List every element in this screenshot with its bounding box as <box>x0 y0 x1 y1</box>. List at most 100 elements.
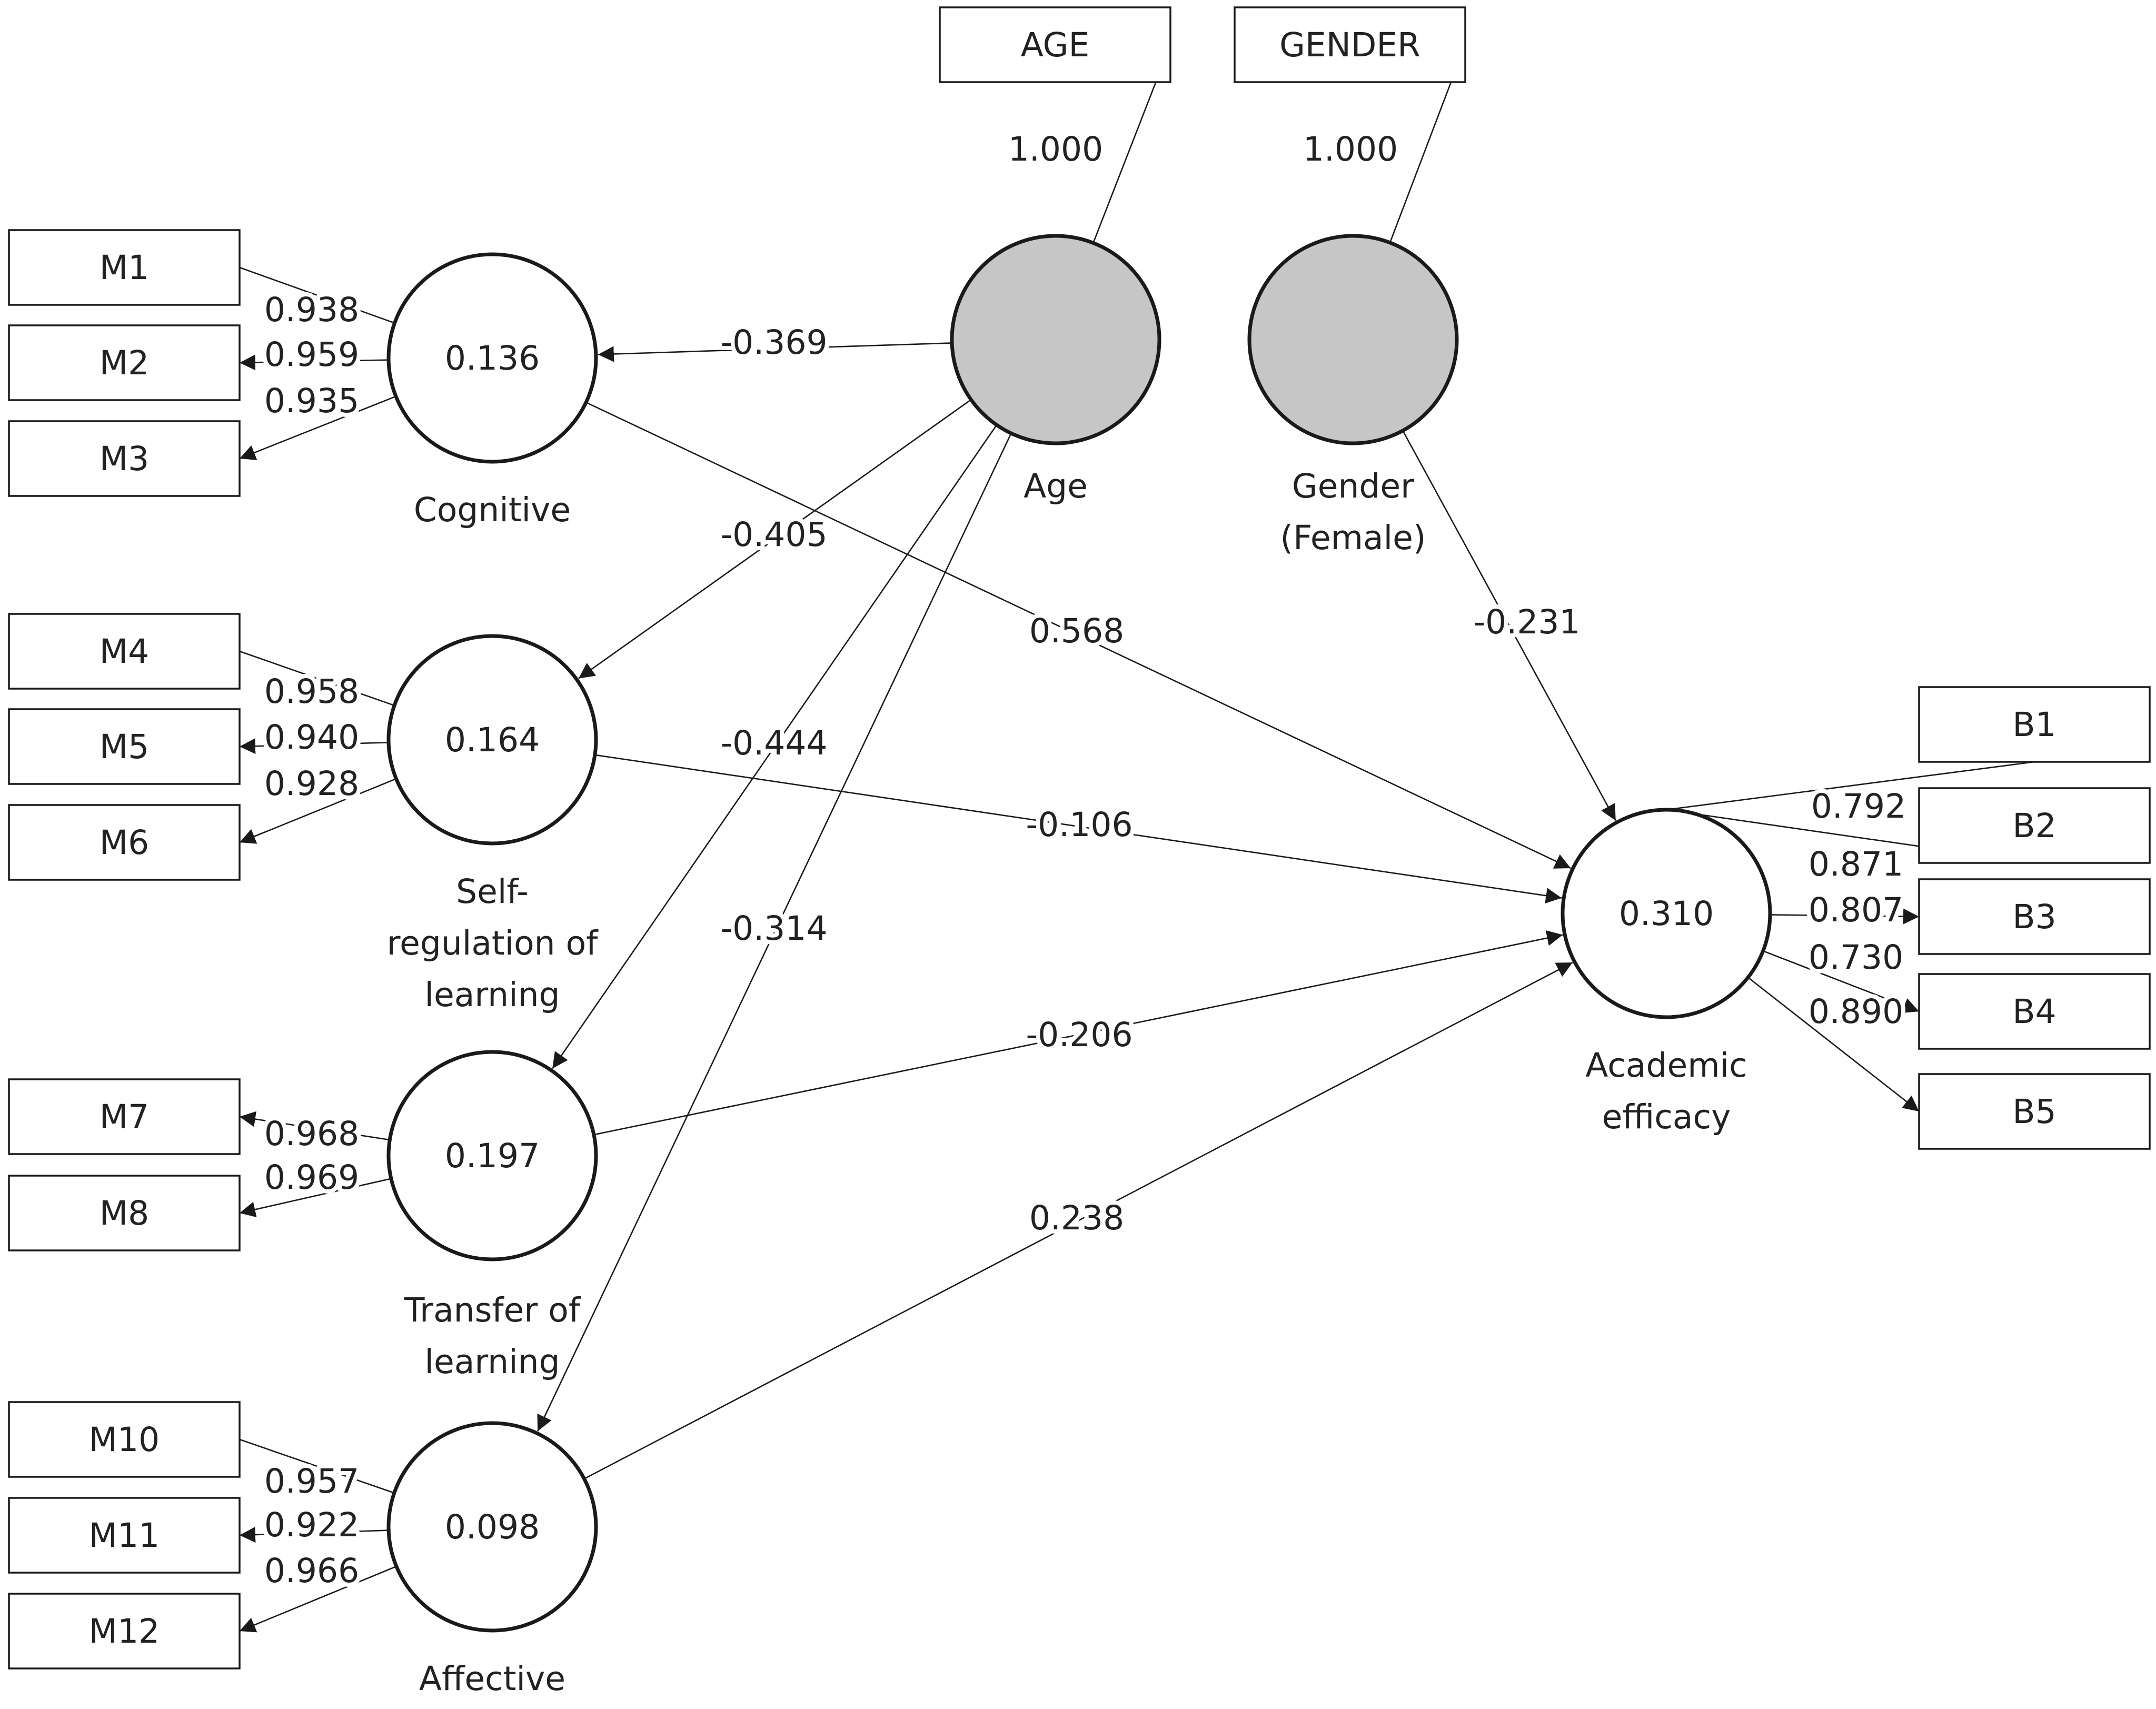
construct-name-line: Age <box>1024 467 1088 505</box>
construct-circle <box>386 1050 598 1261</box>
indicator-box-b2: B2 <box>1918 787 2151 864</box>
indicator-rect <box>1918 686 2151 763</box>
path-coefficient-age-cognitive: -0.369 <box>720 323 827 362</box>
construct-name-line: Affective <box>419 1660 565 1698</box>
indicator-rect <box>1234 6 1466 83</box>
construct-name-line: Gender <box>1292 467 1414 505</box>
path-coefficient-age-selfreg: -0.405 <box>720 515 827 554</box>
path-gender-to-efficacy <box>1402 430 1616 821</box>
path-coefficient-affective-efficacy: 0.238 <box>1029 1199 1124 1237</box>
path-affective-to-efficacy <box>584 961 1573 1479</box>
construct-name-line: learning <box>424 976 560 1014</box>
loading-line-m3 <box>239 395 396 460</box>
loading-value-m6: 0.928 <box>264 764 359 803</box>
indicator-rect <box>8 1593 241 1670</box>
construct-name-line: Cognitive <box>414 491 571 529</box>
loading-line-m11 <box>239 1527 389 1543</box>
indicator-rect <box>8 1497 241 1574</box>
loading-line-m5 <box>239 738 389 754</box>
loading-line-m10 <box>239 1438 395 1494</box>
indicator-label: M10 <box>89 1420 160 1459</box>
construct-name-line: Transfer of <box>404 1291 581 1329</box>
construct-circle <box>1561 808 1772 1019</box>
loading-line-m6 <box>239 778 396 844</box>
loading-line-m1 <box>239 266 395 324</box>
indicator-label: M7 <box>100 1098 149 1136</box>
indicator-label: B1 <box>2012 706 2056 744</box>
indicator-box-b4: B4 <box>1918 973 2151 1050</box>
loading-value-gender: 1.000 <box>1303 130 1398 168</box>
loading-value-m12: 0.966 <box>264 1552 359 1590</box>
r-squared-value: 0.197 <box>445 1137 540 1175</box>
loading-value-b3: 0.807 <box>1809 891 1903 929</box>
construct-circle <box>386 1421 598 1633</box>
indicator-rect <box>1918 878 2151 955</box>
loading-value-m8: 0.969 <box>264 1158 359 1197</box>
indicator-label: B4 <box>2012 992 2056 1031</box>
loading-line-b5 <box>1747 977 1920 1112</box>
indicator-box-gender: GENDER <box>1234 6 1466 83</box>
loading-value-b5: 0.890 <box>1809 992 1903 1031</box>
indicator-rect <box>8 804 241 881</box>
loading-value-b2: 0.871 <box>1809 845 1903 883</box>
construct-name-line: Academic <box>1585 1046 1747 1085</box>
indicator-label: M5 <box>100 728 149 766</box>
indicator-label: M1 <box>100 249 149 287</box>
indicator-box-b5: B5 <box>1918 1073 2151 1150</box>
construct-name-line: learning <box>424 1343 560 1381</box>
path-selfreg-to-efficacy <box>594 754 1562 904</box>
indicator-box-m5: M5 <box>8 708 241 785</box>
construct-circle <box>386 252 598 464</box>
loading-line-b3 <box>1770 908 1920 925</box>
indicator-box-m1: M1 <box>8 229 241 306</box>
indicator-rect <box>1918 787 2151 864</box>
indicator-label: M2 <box>100 344 149 382</box>
indicator-rect <box>8 420 241 497</box>
indicator-label: M11 <box>89 1516 160 1555</box>
loading-line-m12 <box>239 1565 397 1633</box>
path-coefficient-cognitive-efficacy: 0.568 <box>1029 612 1124 650</box>
indicator-rect <box>1918 973 2151 1050</box>
indicator-box-age: AGE <box>939 6 1171 83</box>
indicator-box-m12: M12 <box>8 1593 241 1670</box>
path-age-to-affective <box>536 433 1012 1432</box>
r-squared-value: 0.098 <box>445 1508 540 1546</box>
r-squared-value: 0.136 <box>445 339 540 377</box>
indicator-label: GENDER <box>1279 26 1420 64</box>
path-coefficient-transfer-efficacy: -0.206 <box>1026 1016 1132 1054</box>
loading-value-m3: 0.935 <box>264 382 359 420</box>
loading-value-m5: 0.940 <box>264 718 359 757</box>
indicator-rect <box>8 708 241 785</box>
coefficient-labels: 0.9380.9590.9350.9580.9400.9280.9680.969… <box>260 126 1910 1594</box>
path-cognitive-to-efficacy <box>585 402 1571 869</box>
loading-value-age: 1.000 <box>1008 130 1103 168</box>
loading-value-m11: 0.922 <box>264 1506 359 1544</box>
indicator-rect <box>8 1078 241 1155</box>
indicator-label: M12 <box>89 1612 160 1651</box>
indicator-rect <box>8 1401 241 1478</box>
path-age-to-selfreg <box>578 399 972 679</box>
loading-value-b1: 0.792 <box>1811 787 1906 826</box>
indicator-label: M4 <box>100 632 149 671</box>
loading-value-m4: 0.958 <box>264 672 359 711</box>
indicator-label: B2 <box>2012 807 2056 845</box>
r-squared-value: 0.310 <box>1619 895 1714 933</box>
indicator-box-m10: M10 <box>8 1401 241 1478</box>
indicator-box-b3: B3 <box>1918 878 2151 955</box>
construct-age: Age <box>950 234 1161 505</box>
indicator-rect <box>8 324 241 401</box>
path-coefficient-age-transfer: -0.444 <box>720 724 827 762</box>
loading-line-b1 <box>1666 761 2035 811</box>
indicator-box-m2: M2 <box>8 324 241 401</box>
indicator-box-m11: M11 <box>8 1497 241 1574</box>
path-age-to-cognitive <box>598 342 952 362</box>
structural-paths <box>536 342 1616 1479</box>
construct-name-line: (Female) <box>1280 519 1426 557</box>
